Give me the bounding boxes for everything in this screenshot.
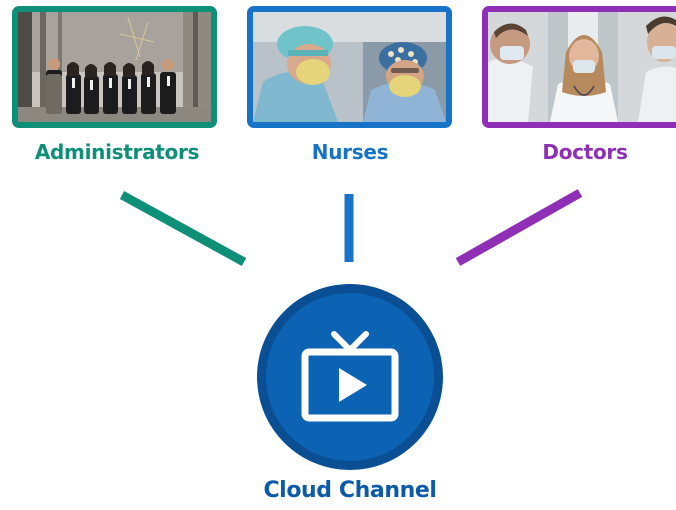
nurses-photo <box>247 6 452 128</box>
connector-administrators <box>119 191 247 266</box>
administrators-photo <box>12 6 217 128</box>
doctors-label: Doctors <box>542 140 628 164</box>
nurses-image <box>253 12 446 122</box>
cloud-channel-label: Cloud Channel <box>263 478 437 503</box>
nurses-label: Nurses <box>311 140 389 164</box>
administrators-label: Administrators <box>34 140 200 164</box>
doctors-photo <box>482 6 676 128</box>
cloud-channel-hub <box>257 284 443 470</box>
administrators-image <box>18 12 211 122</box>
tv-play-icon <box>257 284 443 470</box>
connector-doctors <box>455 189 583 266</box>
doctors-image <box>488 12 676 122</box>
